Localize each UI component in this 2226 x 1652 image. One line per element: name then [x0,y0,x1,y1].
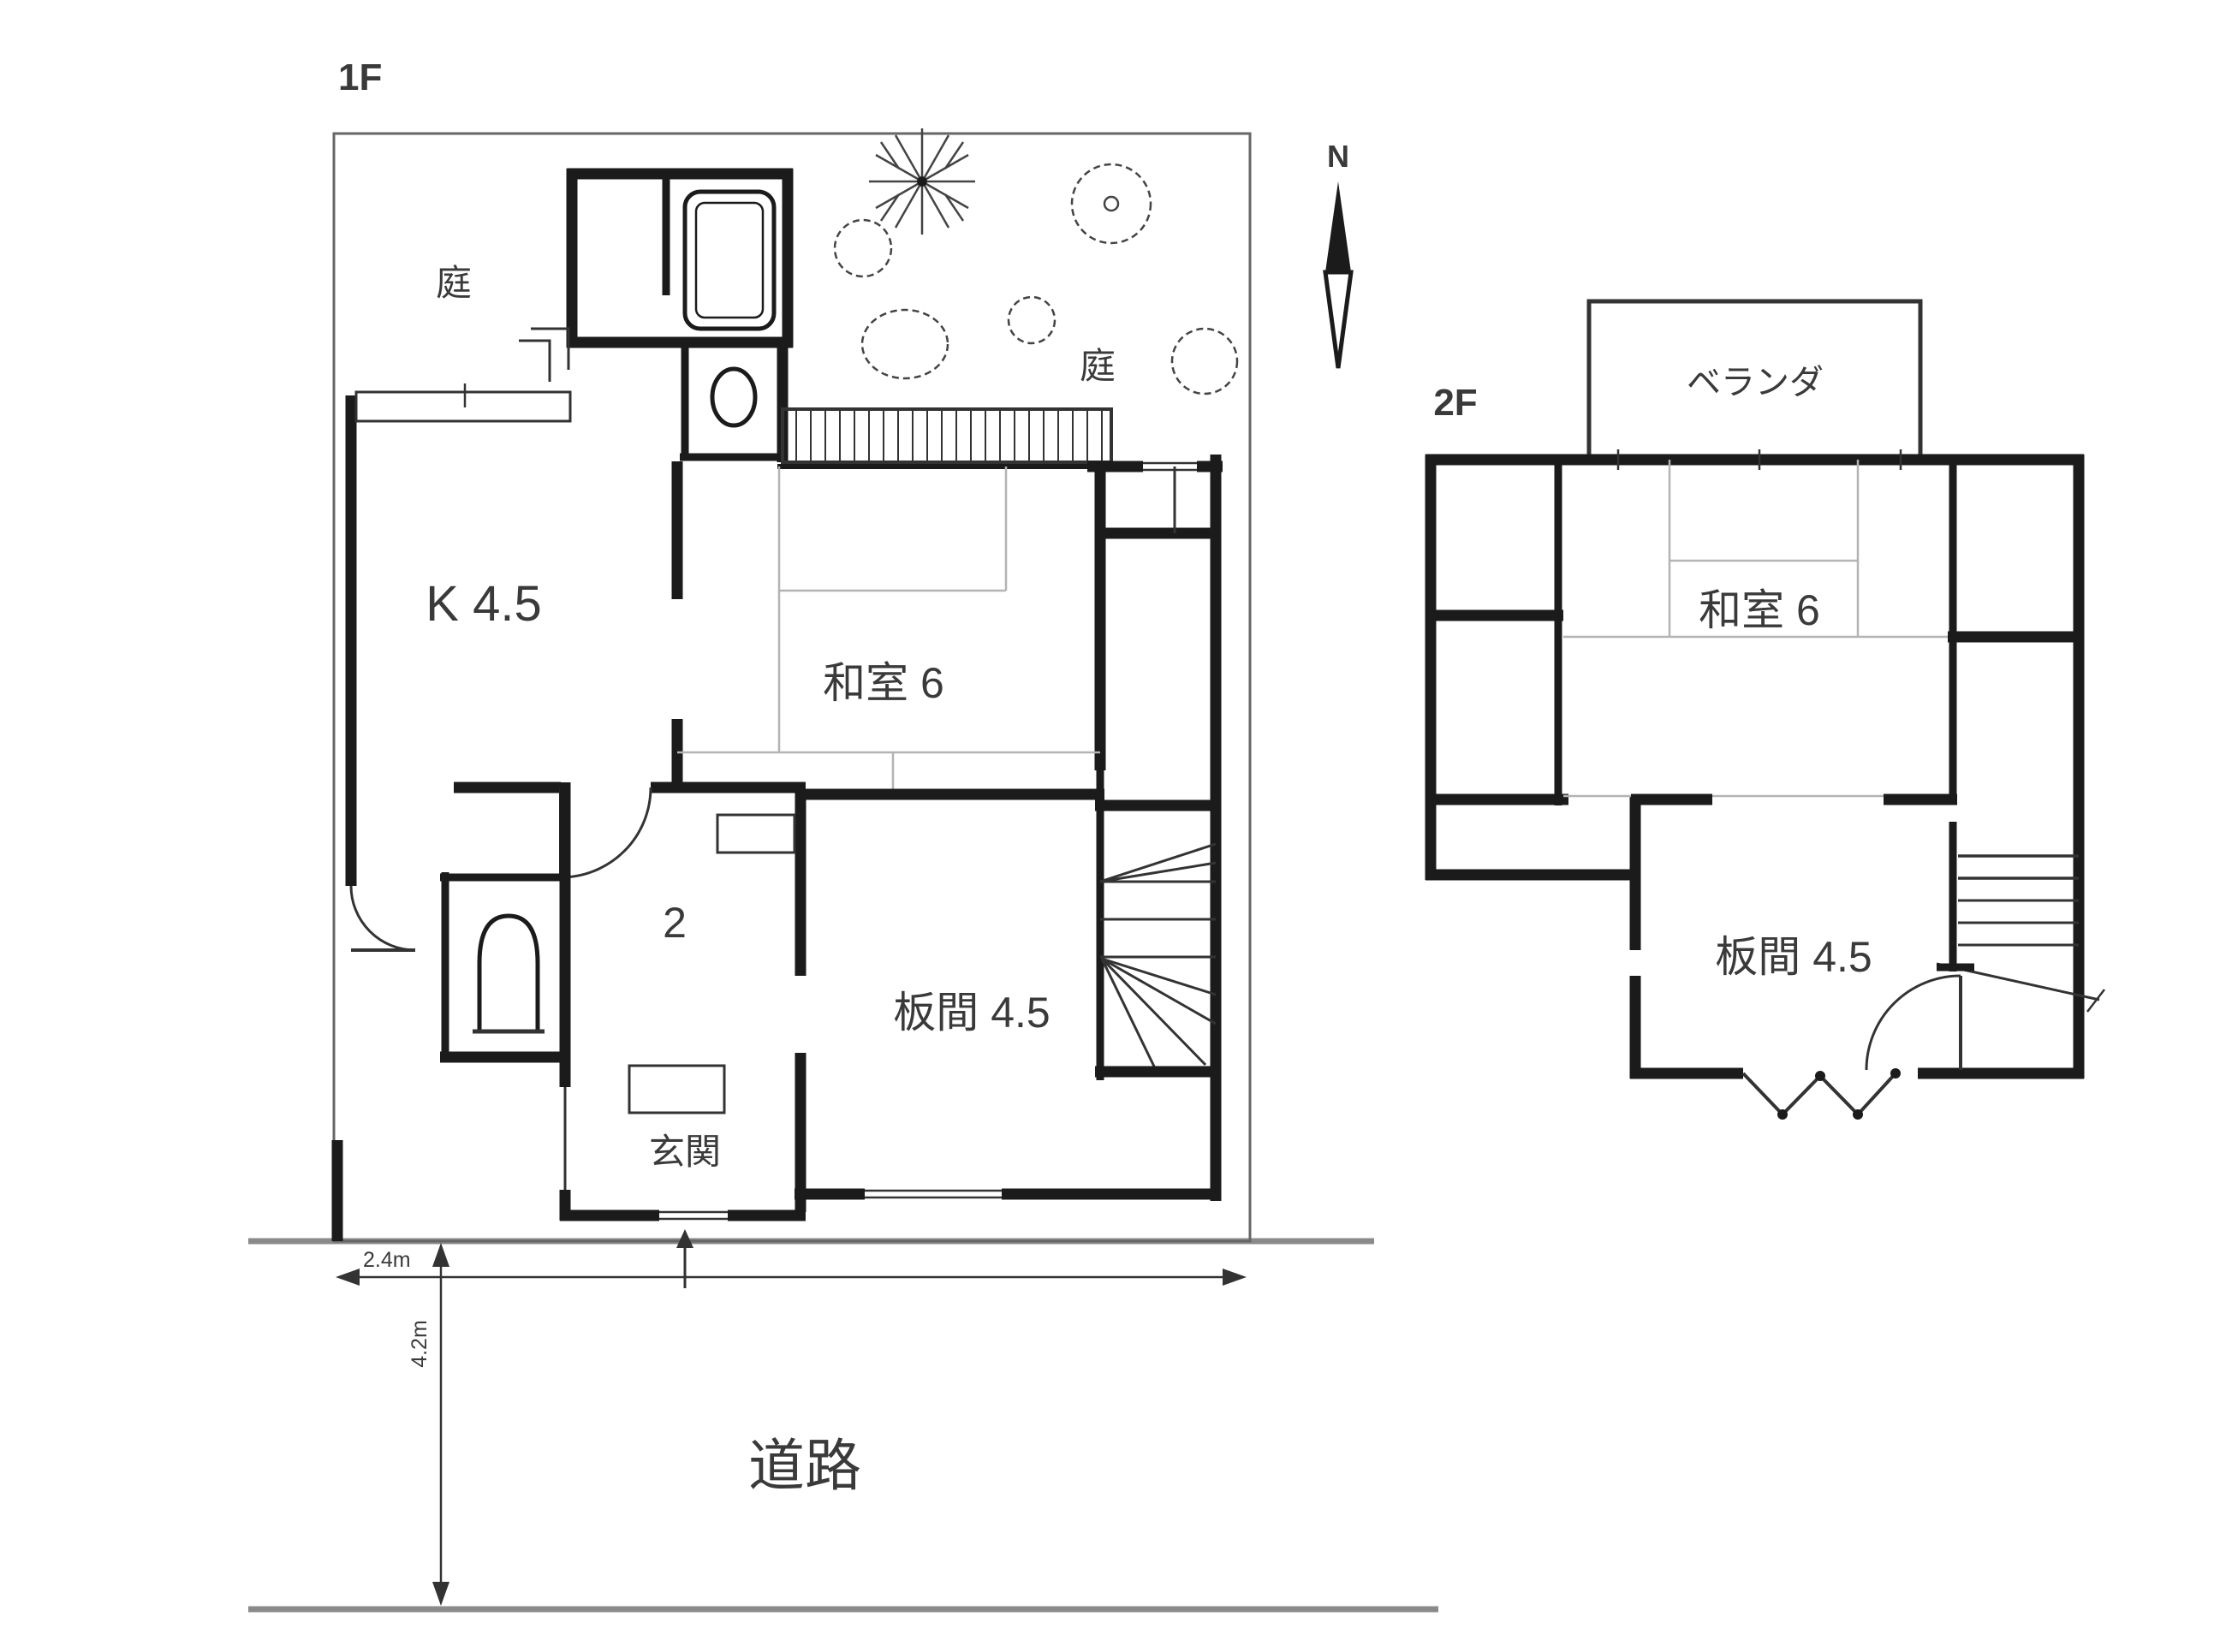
washitsu-room-1f: 和室 6 [671,461,1223,793]
kitchen-area: K 4.5 [331,383,572,1241]
compass-needle-icon [1323,181,1354,369]
outer-walls-2f [1425,449,2085,1120]
garden-label-right: 庭 [1080,346,1116,386]
dimension-frontage-label: 2.4m [363,1248,411,1272]
hall-window [716,813,796,854]
shrub-center-icon [1103,195,1120,212]
entrance-arrow-icon [676,1229,693,1248]
tree-icon [869,128,975,235]
garden-label-left: 庭 [436,263,472,303]
room2-label: 2 [663,899,687,947]
stone-icon [833,218,893,278]
kitchen-door-arc [349,885,416,952]
kitchen-label: K 4.5 [426,576,541,632]
road-label: 道路 [748,1434,861,1497]
toilet-icon [710,366,758,428]
bathtub-inner [694,201,765,319]
step-icon [519,327,570,382]
stone-icon [1007,295,1056,345]
arrowhead-left-icon [336,1269,360,1286]
compass: N [1323,139,1354,369]
interior-2f: 和室 6 板間 4.5 [1425,455,2084,981]
arrowhead-right-icon [1223,1269,1247,1286]
genkan-label: 玄関 [649,1132,721,1172]
washitsu-2f-label: 和室 6 [1699,586,1820,634]
engawa-hatch [795,409,1103,462]
stair-door-arc-2f [1865,974,1961,1071]
hall-door-arc [560,787,652,879]
stone-icon [860,308,949,380]
toilet2-icon [477,913,540,1034]
road-and-dimensions: 道路 2.4m 4.2m [248,1238,1438,1613]
stone-icon [1170,327,1239,395]
arrowhead-up-icon [432,1243,449,1267]
shrub-icon [1070,163,1152,245]
hall-and-entry: 2 玄関 [440,781,806,1288]
garden-shrubs [833,163,1239,395]
bathroom-block [519,168,794,382]
kitchen-counter [354,390,572,423]
dimension-depth-label: 4.2m [408,1320,432,1368]
itanoma-1f-label: 板間 4.5 [893,989,1050,1037]
engawa-deck [781,407,1113,464]
stairs-1f [1095,770,1221,1080]
compass-north-label: N [1327,139,1349,174]
stairs-2f [1865,822,2105,1071]
arrowhead-down-icon [432,1582,449,1606]
floor2-label: 2F [1433,382,1477,424]
washitsu-1f-label: 和室 6 [823,659,944,707]
floor2-plan: 2F ベランダ [1425,299,2105,1120]
closet-column-1f [1095,455,1222,1201]
itanoma-2f-label: 板間 4.5 [1715,933,1872,981]
veranda-label: ベランダ [1687,364,1824,401]
genkan-step [628,1064,726,1114]
floor1-plan: 1F 庭 庭 [331,56,1252,1288]
floor1-label: 1F [338,56,382,98]
plot-boundary-1f [332,132,1252,1243]
itanoma-room-1f: 板間 4.5 [716,788,1221,1212]
toilet-room-north [680,342,789,462]
